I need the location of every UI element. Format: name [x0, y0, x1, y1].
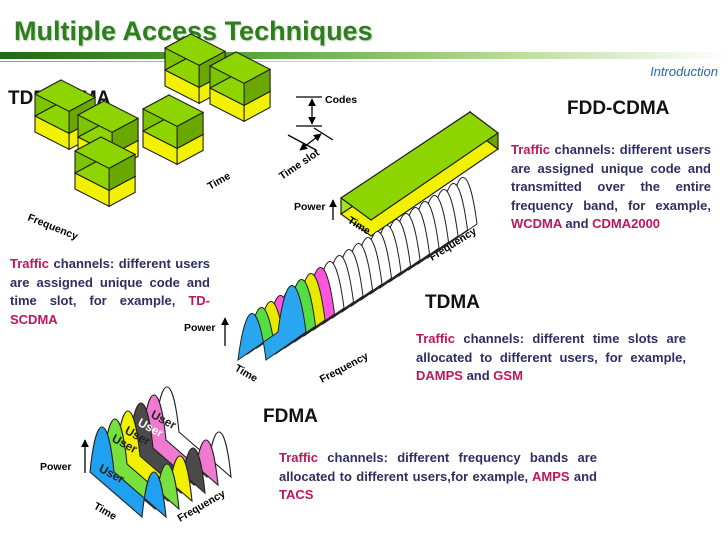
fdma-description: Traffic channels: different frequency ba… [279, 449, 597, 505]
tdd-time-axis-label: Time [206, 170, 233, 193]
time-slot-axis-label: Time slot [277, 147, 322, 183]
tdd-cdma-blocks [33, 33, 272, 208]
tdma-time-axis-label: Time [233, 362, 260, 385]
fdma-power-axis-label: Power [40, 461, 72, 473]
traffic-keyword: Traffic [511, 142, 551, 157]
tdma-heading: TDMA [425, 292, 480, 313]
example-amps: AMPS [532, 468, 570, 484]
description-text: channels: different users are assigned u… [10, 256, 210, 308]
fdma-band [89, 426, 167, 519]
and-text: and [561, 216, 593, 231]
example-cdma2000: CDMA2000 [592, 216, 661, 231]
tdma-pulse [237, 285, 307, 362]
example-tacs: TACS [279, 487, 314, 502]
fdd-power-axis-label: Power [294, 201, 326, 213]
description-text: channels: different time slots are alloc… [416, 331, 686, 365]
tdd-block [73, 136, 137, 208]
traffic-keyword: Traffic [10, 256, 50, 271]
title-underline-thin [0, 61, 560, 62]
codes-axis-label: Codes [325, 94, 357, 106]
example-damps: DAMPS [416, 368, 463, 383]
traffic-keyword: Traffic [279, 450, 319, 465]
tdma-frequency-axis-label: Frequency [318, 350, 371, 386]
fdd-cdma-block [339, 110, 500, 237]
tdd-cdma-dimensions [287, 96, 334, 151]
and-text: and [462, 368, 494, 383]
tdma-description: Traffic channels: different time slots a… [416, 330, 686, 386]
traffic-keyword: Traffic [416, 331, 456, 346]
section-label: Introduction [650, 64, 718, 79]
tdd-frequency-axis-label: Frequency [26, 212, 80, 243]
example-gsm: GSM [493, 368, 523, 383]
tdma-power-axis-label: Power [184, 322, 216, 334]
example-wcdma: WCDMA [511, 216, 562, 231]
fdd-cdma-heading: FDD-CDMA [567, 98, 670, 119]
example-tdscdma: TD-SCDMA [10, 293, 210, 327]
tdd-cdma-description: Traffic channels: different users are as… [10, 255, 210, 329]
tdd-block [141, 94, 205, 166]
description-text: channels: different users are assigned u… [511, 142, 711, 213]
tdma-pulses [237, 177, 478, 362]
and-text: and [569, 468, 597, 484]
fdd-cdma-description: Traffic channels: different users are as… [511, 141, 711, 234]
fdma-heading: FDMA [263, 406, 318, 427]
tdd-block [208, 51, 272, 123]
fdma-time-axis-label: Time [92, 500, 119, 523]
description-text: channels: different frequency bands are … [279, 450, 597, 484]
title-underline [0, 52, 728, 59]
